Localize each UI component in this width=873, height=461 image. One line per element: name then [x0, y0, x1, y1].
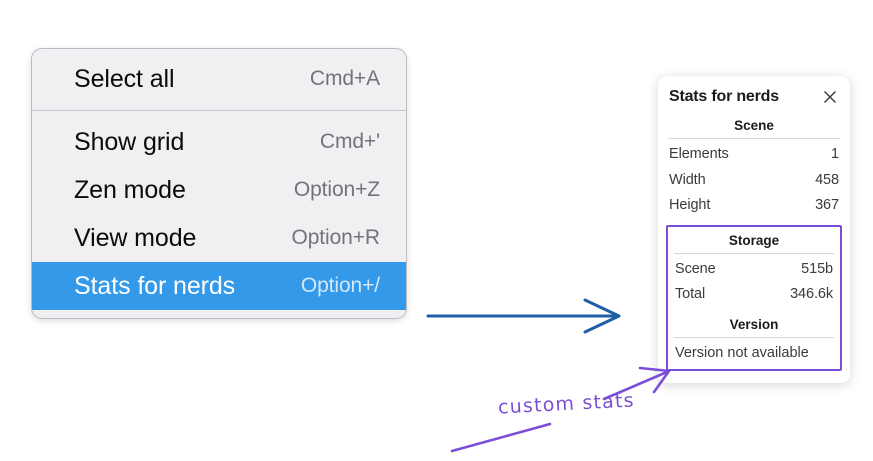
- menu-item-label: Show grid: [74, 127, 185, 156]
- divider: [674, 252, 834, 254]
- menu-item-label: Select all: [74, 64, 175, 93]
- menu-item-zen-mode[interactable]: Zen mode Option+Z: [32, 166, 406, 214]
- menu-item-label: View mode: [74, 223, 197, 252]
- menu-item-shortcut: Option+/: [300, 274, 380, 297]
- purple-underline-stroke: [450, 422, 552, 453]
- panel-title: Stats for nerds: [669, 88, 779, 105]
- stat-value: 346.6k: [790, 286, 833, 303]
- menu-item-label: Stats for nerds: [74, 271, 236, 300]
- section-storage: Storage Scene 515b Total 346.6k: [673, 231, 835, 308]
- custom-stats-highlight-box: Storage Scene 515b Total 346.6k Version …: [666, 224, 842, 371]
- stat-value: 515b: [801, 260, 833, 277]
- stat-label: Height: [669, 197, 711, 214]
- close-icon[interactable]: [821, 88, 839, 106]
- custom-stats-note: custom stats: [497, 389, 636, 419]
- section-scene: Scene Elements 1 Width 458 Height 367: [667, 117, 841, 219]
- version-value: Version not available: [675, 344, 809, 361]
- divider: [668, 138, 840, 139]
- menu-item-shortcut: Cmd+A: [309, 67, 380, 90]
- stat-row-storage-scene: Scene 515b: [673, 257, 835, 283]
- section-title-storage: Storage: [728, 232, 780, 248]
- section-title-scene: Scene: [734, 118, 774, 133]
- menu-item-view-mode[interactable]: View mode Option+R: [32, 214, 406, 262]
- menu-item-show-grid[interactable]: Show grid Cmd+': [32, 118, 406, 166]
- menu-item-stats-for-nerds[interactable]: Stats for nerds Option+/: [32, 262, 406, 310]
- stat-label: Total: [675, 286, 706, 303]
- stat-label: Scene: [675, 260, 716, 277]
- context-menu: Select all Cmd+A Show grid Cmd+' Zen mod…: [31, 48, 407, 319]
- menu-group-1: Select all Cmd+A: [32, 55, 406, 110]
- menu-item-shortcut: Cmd+': [319, 130, 380, 153]
- blue-flow-arrow: [426, 298, 621, 334]
- divider: [674, 336, 834, 338]
- stat-value: 367: [815, 197, 839, 214]
- menu-item-select-all[interactable]: Select all Cmd+A: [32, 55, 406, 103]
- stat-label: Elements: [669, 146, 729, 162]
- stat-row-storage-total: Total 346.6k: [673, 282, 835, 308]
- section-version: Version Version not available: [673, 308, 835, 363]
- stat-label: Width: [669, 171, 706, 188]
- stat-row-elements: Elements 1: [667, 142, 841, 168]
- stat-value: 1: [831, 146, 839, 162]
- stat-row-height: Height 367: [667, 193, 841, 219]
- menu-item-shortcut: Option+Z: [293, 178, 380, 201]
- menu-item-shortcut: Option+R: [291, 226, 380, 249]
- menu-group-2: Show grid Cmd+' Zen mode Option+Z View m…: [32, 110, 406, 310]
- stat-value: 458: [815, 171, 839, 188]
- menu-item-label: Zen mode: [74, 175, 186, 204]
- panel-header: Stats for nerds: [667, 86, 841, 106]
- section-title-version: Version: [729, 316, 779, 332]
- stat-row-width: Width 458: [667, 168, 841, 194]
- stats-for-nerds-panel: Stats for nerds Scene Elements 1 Width 4…: [658, 76, 850, 383]
